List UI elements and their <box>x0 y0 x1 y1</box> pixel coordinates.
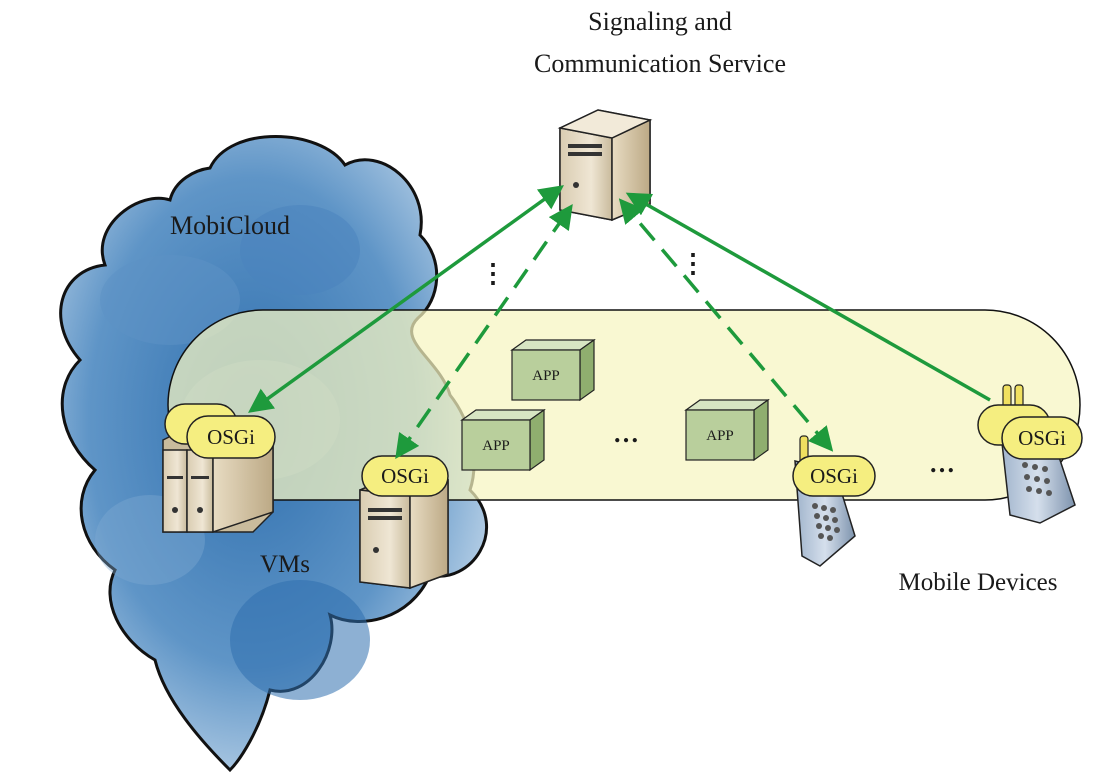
osgi-bubble-phone-mid: OSGi <box>792 455 876 497</box>
app-box-1-label: APP <box>532 368 560 384</box>
app-box-3: APP <box>684 398 770 462</box>
connection-arrows <box>248 185 991 460</box>
vertical-ellipsis-left: ⋮ <box>480 259 506 288</box>
app-box-1: APP <box>510 338 596 402</box>
osgi-bubble-phone-right: OSGi <box>977 404 1083 460</box>
app-box-2: APP <box>460 408 546 472</box>
arrow-phone-mid-dashed <box>618 198 834 452</box>
title-line-1: Signaling and <box>588 7 732 36</box>
mobile-devices-label: Mobile Devices <box>899 569 1058 596</box>
osgi-label-phone-mid: OSGi <box>810 464 858 488</box>
signaling-server-icon <box>557 109 653 222</box>
arrow-vm-center-dashed <box>395 203 573 460</box>
app-box-2-label: APP <box>482 438 510 454</box>
osgi-bubble-vm-center: OSGi <box>361 455 449 497</box>
osgi-label-phone-right: OSGi <box>1018 426 1066 450</box>
title-line-2: Communication Service <box>534 49 786 78</box>
horizontal-ellipsis-apps: … <box>613 419 639 448</box>
osgi-label-vm-center: OSGi <box>381 464 429 488</box>
osgi-label-vm-left: OSGi <box>207 425 255 449</box>
app-box-3-label: APP <box>706 428 734 444</box>
arrow-phone-right-solid <box>625 192 991 402</box>
vertical-ellipsis-right: ⋮ <box>680 249 706 278</box>
horizontal-ellipsis-devices: … <box>929 449 955 478</box>
vms-label: VMs <box>260 551 310 578</box>
osgi-bubble-vm-left: OSGi <box>164 403 276 459</box>
vm-server-center-icon <box>359 473 449 590</box>
cloud-label: MobiCloud <box>170 211 290 240</box>
